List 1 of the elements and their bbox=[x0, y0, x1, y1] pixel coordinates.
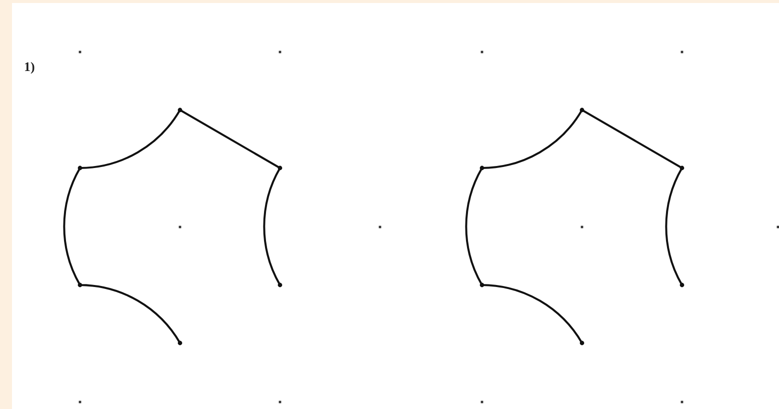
problem-number: 1) bbox=[24, 60, 35, 73]
